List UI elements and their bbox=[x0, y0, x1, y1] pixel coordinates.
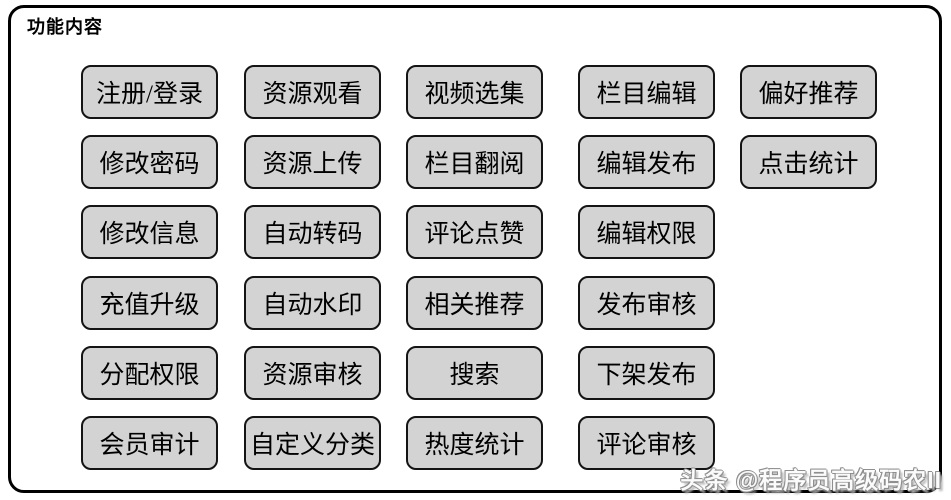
watermark-text: 头条 @程序员高级码农II bbox=[680, 467, 942, 493]
feature-button[interactable]: 编辑发布 bbox=[578, 135, 715, 189]
feature-button[interactable]: 资源审核 bbox=[244, 346, 381, 400]
feature-button[interactable]: 资源上传 bbox=[244, 135, 381, 189]
feature-button[interactable]: 会员审计 bbox=[81, 416, 218, 470]
feature-button[interactable]: 发布审核 bbox=[578, 276, 715, 330]
feature-button[interactable]: 分配权限 bbox=[81, 346, 218, 400]
feature-button[interactable]: 下架发布 bbox=[578, 346, 715, 400]
feature-button[interactable]: 资源观看 bbox=[244, 65, 381, 119]
feature-button[interactable]: 自动水印 bbox=[244, 276, 381, 330]
panel-title: 功能内容 bbox=[27, 17, 103, 37]
feature-button[interactable]: 视频选集 bbox=[406, 65, 543, 119]
feature-button[interactable]: 栏目翻阅 bbox=[406, 135, 543, 189]
feature-button[interactable]: 评论点赞 bbox=[406, 205, 543, 259]
feature-button[interactable]: 充值升级 bbox=[81, 276, 218, 330]
feature-button[interactable]: 搜索 bbox=[406, 346, 543, 400]
feature-button[interactable]: 评论审核 bbox=[578, 416, 715, 470]
feature-button[interactable]: 栏目编辑 bbox=[578, 65, 715, 119]
feature-button[interactable]: 修改密码 bbox=[81, 135, 218, 189]
feature-button[interactable]: 修改信息 bbox=[81, 205, 218, 259]
feature-button[interactable]: 点击统计 bbox=[740, 135, 877, 189]
feature-button[interactable]: 热度统计 bbox=[406, 416, 543, 470]
function-content-panel bbox=[8, 5, 942, 493]
feature-button[interactable]: 编辑权限 bbox=[578, 205, 715, 259]
feature-button[interactable]: 相关推荐 bbox=[406, 276, 543, 330]
feature-button[interactable]: 自定义分类 bbox=[244, 416, 381, 470]
feature-button[interactable]: 注册/登录 bbox=[81, 65, 218, 119]
feature-button[interactable]: 偏好推荐 bbox=[740, 65, 877, 119]
feature-button[interactable]: 自动转码 bbox=[244, 205, 381, 259]
